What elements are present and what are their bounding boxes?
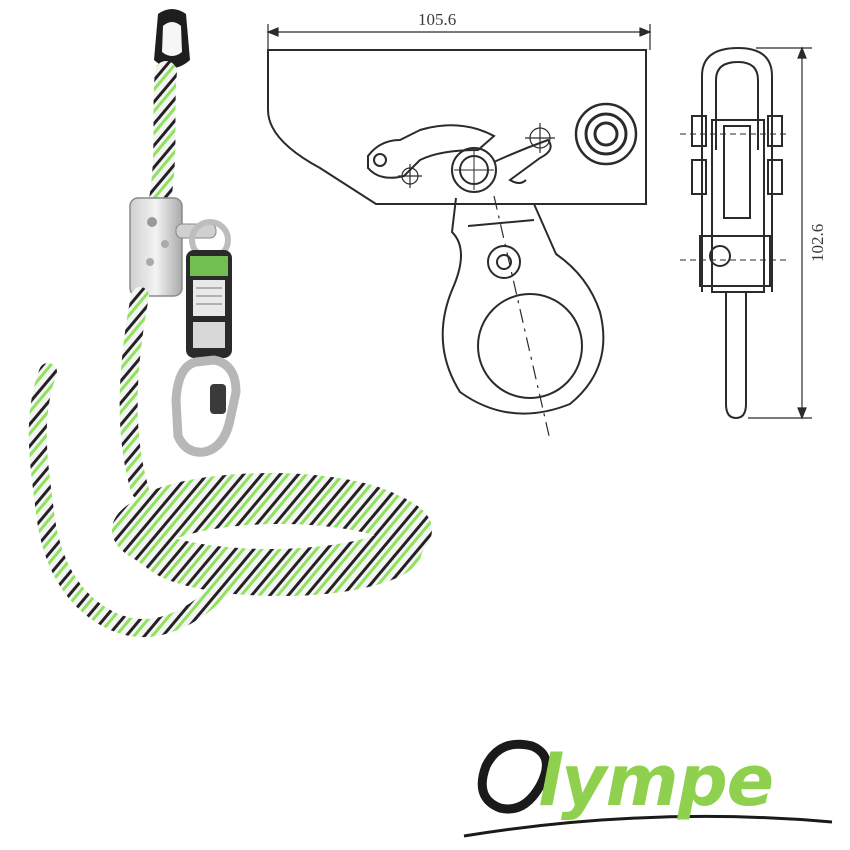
carabiner-icon xyxy=(171,355,241,457)
rope-upper xyxy=(149,61,177,211)
rope-coil-icon xyxy=(112,473,432,596)
fastener-icon xyxy=(574,102,638,166)
cam-icon xyxy=(367,124,496,179)
height-dimension-line xyxy=(748,46,812,420)
brand-logo: lympe xyxy=(460,720,840,840)
height-dimension-label: 102.6 xyxy=(808,223,827,262)
energy-absorber-icon xyxy=(186,250,232,358)
plate-outline xyxy=(267,49,647,205)
logo-swoosh-icon xyxy=(463,739,833,838)
roller-icon xyxy=(451,138,552,193)
rope-middle xyxy=(119,287,149,499)
rope-loose-end xyxy=(28,363,229,637)
swivel-eye-icon xyxy=(441,195,605,441)
width-dimension-line xyxy=(266,24,652,50)
side-view-icon xyxy=(680,46,790,420)
logo-text: lympe xyxy=(538,740,774,822)
center-mark-icon xyxy=(398,123,555,188)
thimble-icon xyxy=(154,9,190,68)
width-dimension-label: 105.6 xyxy=(418,10,457,29)
